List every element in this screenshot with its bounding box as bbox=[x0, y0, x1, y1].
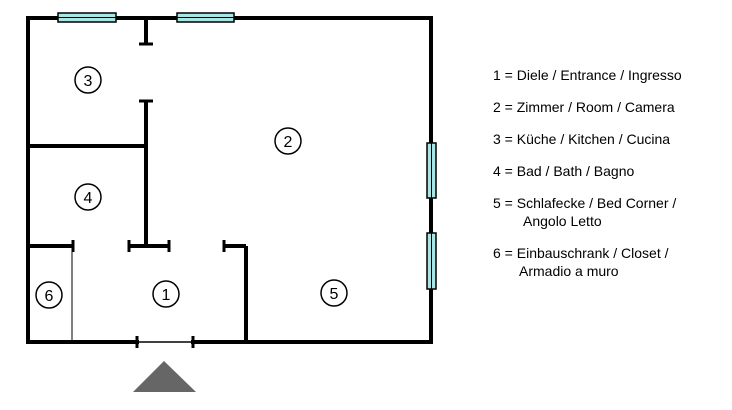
legend-item-4: 4 = Bad / Bath / Bagno bbox=[493, 162, 728, 180]
room-label-1: 1 bbox=[152, 280, 180, 308]
svg-text:6: 6 bbox=[45, 288, 54, 305]
legend-text: 2 = Zimmer / Room / Camera bbox=[493, 99, 675, 115]
svg-text:5: 5 bbox=[330, 286, 339, 303]
legend: 1 = Diele / Entrance / Ingresso 2 = Zimm… bbox=[493, 66, 728, 294]
legend-text: 3 = Küche / Kitchen / Cucina bbox=[493, 131, 671, 147]
svg-text:4: 4 bbox=[84, 190, 93, 207]
legend-item-6: 6 = Einbauschrank / Closet / Armadio a m… bbox=[493, 244, 728, 280]
windows bbox=[57, 12, 437, 290]
legend-text: 5 = Schlafecke / Bed Corner / bbox=[493, 195, 677, 211]
room-label-5: 5 bbox=[320, 279, 348, 307]
legend-text: 6 = Einbauschrank / Closet / bbox=[493, 245, 669, 261]
entrance-door bbox=[135, 336, 195, 348]
legend-text-continuation: Angolo Letto bbox=[523, 213, 602, 229]
entrance-arrow-icon bbox=[133, 361, 196, 392]
room-label-6: 6 bbox=[35, 281, 63, 309]
room-label-2: 2 bbox=[274, 127, 302, 155]
legend-item-3: 3 = Küche / Kitchen / Cucina bbox=[493, 130, 728, 148]
legend-item-2: 2 = Zimmer / Room / Camera bbox=[493, 98, 728, 116]
interior-walls bbox=[28, 18, 248, 342]
svg-text:3: 3 bbox=[84, 73, 93, 90]
room-label-4: 4 bbox=[74, 183, 102, 211]
svg-text:2: 2 bbox=[284, 134, 293, 151]
room-label-3: 3 bbox=[74, 66, 102, 94]
legend-text-continuation: Armadio a muro bbox=[519, 263, 619, 279]
legend-text: 4 = Bad / Bath / Bagno bbox=[493, 163, 635, 179]
legend-text: 1 = Diele / Entrance / Ingresso bbox=[493, 67, 682, 83]
floor-plan: 3 2 4 6 1 5 bbox=[26, 12, 437, 392]
room-labels: 3 2 4 6 1 5 bbox=[35, 66, 348, 309]
svg-text:1: 1 bbox=[162, 287, 171, 304]
legend-item-5: 5 = Schlafecke / Bed Corner / Angolo Let… bbox=[493, 194, 728, 230]
legend-item-1: 1 = Diele / Entrance / Ingresso bbox=[493, 66, 728, 84]
